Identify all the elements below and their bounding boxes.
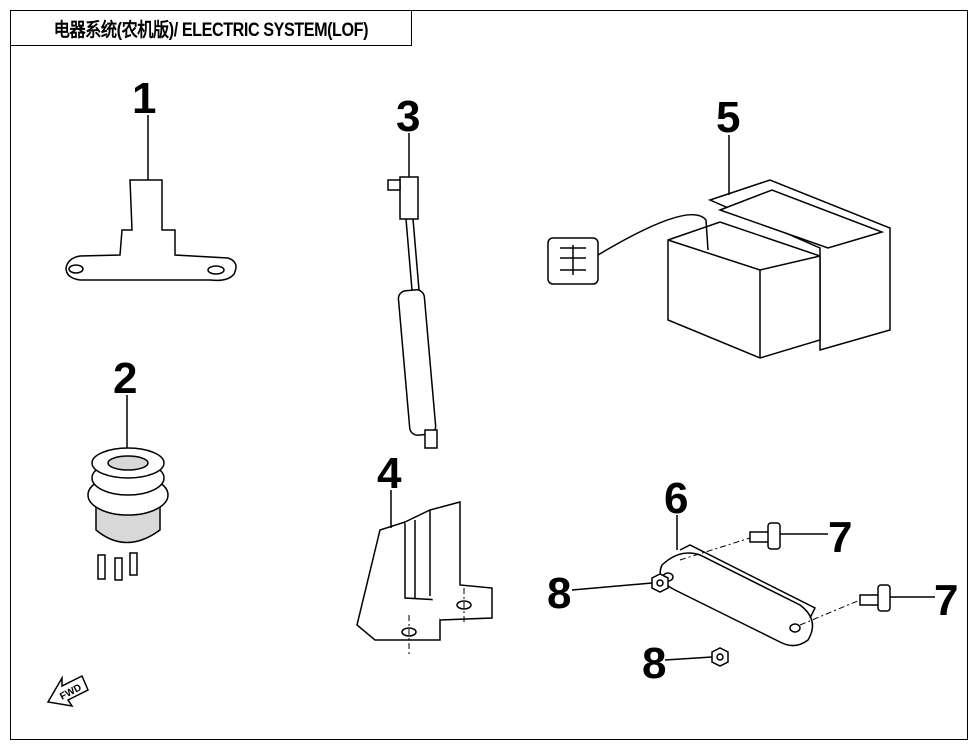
leader-8a xyxy=(571,582,653,591)
part-4-bracket[interactable] xyxy=(356,501,493,655)
fwd-arrow-icon: FWD xyxy=(46,674,89,708)
page-title: 电器系统(农机版)/ ELECTRIC SYSTEM(LOF) xyxy=(10,10,412,46)
part-7-bolt-upper[interactable] xyxy=(679,522,781,561)
part-8-nut-right[interactable] xyxy=(711,647,729,667)
title-text: 电器系统(农机版)/ ELECTRIC SYSTEM(LOF) xyxy=(53,19,369,41)
part-5-relay-assembly[interactable] xyxy=(547,179,891,359)
callout-5: 5 xyxy=(716,93,740,142)
callout-8b: 8 xyxy=(642,639,666,688)
callout-1: 1 xyxy=(132,74,156,123)
part-1-bracket[interactable] xyxy=(65,179,237,282)
callout-7b: 7 xyxy=(934,576,958,625)
part-6-plate[interactable] xyxy=(659,544,817,647)
part-8-nut-left[interactable] xyxy=(651,573,669,593)
callout-4: 4 xyxy=(377,449,402,498)
diagram-frame xyxy=(10,10,968,740)
leader-8b xyxy=(664,656,713,661)
callout-3: 3 xyxy=(396,92,420,141)
callout-7a: 7 xyxy=(828,513,852,562)
callout-6: 6 xyxy=(664,474,688,523)
part-3-sensor[interactable] xyxy=(387,176,438,449)
part-7-bolt-lower[interactable] xyxy=(799,584,891,626)
part-2-switch[interactable] xyxy=(87,447,169,581)
callout-2: 2 xyxy=(113,354,137,403)
callout-8a: 8 xyxy=(547,569,571,618)
